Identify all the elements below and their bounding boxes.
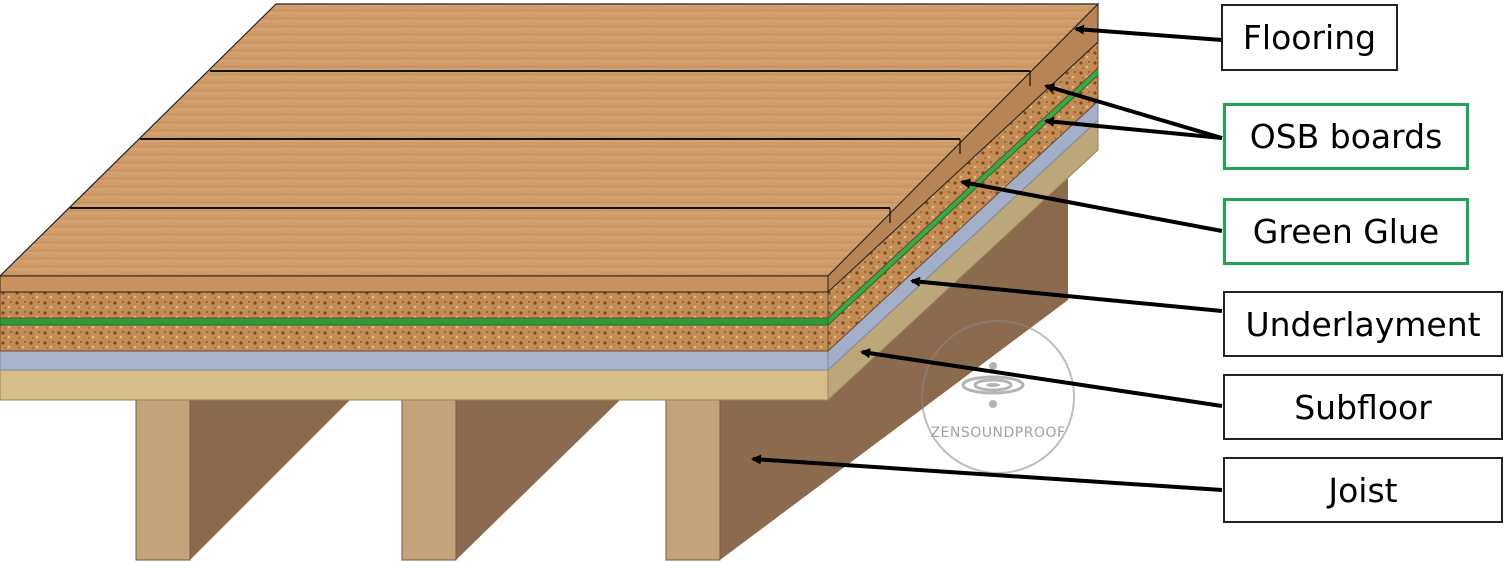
watermark: ZENSOUNDPROOF [921, 320, 1075, 474]
label-underlayment: Underlayment [1223, 291, 1503, 357]
underlayment-front [0, 350, 829, 371]
watermark-ring [921, 320, 1075, 474]
label-osb-boards: OSB boards [1223, 103, 1469, 170]
joist-1-side [190, 400, 350, 560]
flooring-layer [0, 2, 1100, 294]
callout-arrows [751, 24, 1223, 492]
label-subfloor-text: Subfloor [1294, 387, 1432, 427]
subfloor-front [0, 369, 829, 401]
arrow-osb-lower [1044, 116, 1223, 140]
arrow-flooring [1074, 24, 1223, 42]
green-glue-front [0, 317, 829, 326]
joist-2-side [456, 400, 620, 560]
joist-1-front [135, 399, 191, 561]
arrow-underlayment [910, 276, 1223, 313]
arrow-joist [751, 454, 1223, 492]
osb-lower-front [0, 324, 829, 352]
arrow-green-glue [960, 178, 1223, 233]
flooring-front [0, 275, 829, 293]
joist-3-front [665, 399, 721, 561]
label-joist: Joist [1223, 457, 1503, 523]
joist-3-side [720, 160, 1068, 560]
label-green-glue: Green Glue [1223, 198, 1469, 265]
joist-2-front [401, 399, 457, 561]
arrow-subfloor [860, 348, 1223, 408]
label-flooring-text: Flooring [1242, 18, 1377, 57]
label-underlayment-text: Underlayment [1245, 304, 1481, 344]
label-subfloor: Subfloor [1223, 374, 1503, 440]
joist-group [135, 160, 1068, 561]
underlayment-layer [0, 99, 1099, 372]
sound-wave-drop-icon [961, 362, 1025, 408]
arrow-osb-upper [1044, 83, 1223, 140]
osb-lower-layer [0, 73, 1099, 353]
label-osb-boards-text: OSB boards [1249, 117, 1443, 156]
label-green-glue-text: Green Glue [1252, 212, 1440, 251]
osb-upper-front [0, 291, 829, 319]
label-flooring: Flooring [1221, 4, 1398, 71]
label-joist-text: Joist [1328, 470, 1398, 510]
watermark-text: ZENSOUNDPROOF [930, 425, 1065, 441]
